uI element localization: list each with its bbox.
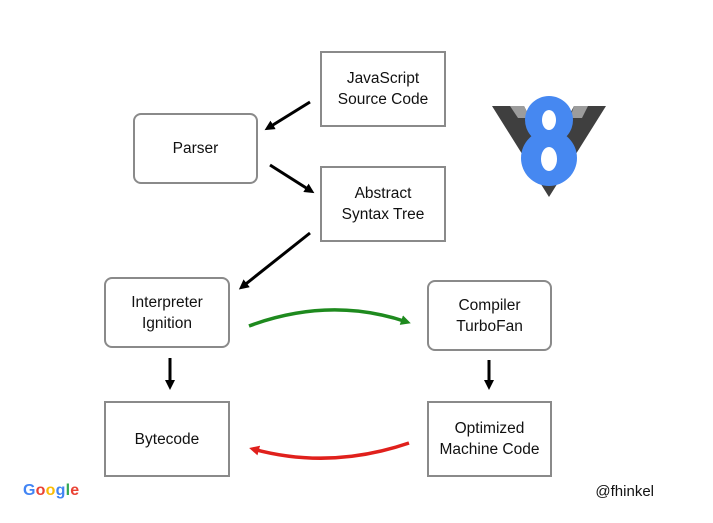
google-letter: o bbox=[45, 482, 56, 499]
node-label-line1: Abstract bbox=[354, 185, 412, 202]
node-parser: Parser bbox=[133, 113, 258, 184]
node-compiler-turbofan: Compiler TurboFan bbox=[427, 280, 552, 351]
edge-ast-to-interpreter bbox=[238, 231, 311, 290]
node-label-line2: Ignition bbox=[142, 314, 192, 332]
node-label-line2: Syntax Tree bbox=[341, 206, 425, 223]
google-letter: G bbox=[23, 482, 36, 499]
edge-interpreter-to-compiler bbox=[248, 308, 411, 328]
node-optimized-machine-code: Optimized Machine Code bbox=[427, 401, 552, 477]
node-label-line2: TurboFan bbox=[456, 317, 523, 335]
node-javascript-source-code: JavaScript Source Code bbox=[320, 51, 446, 127]
node-label-line1: Compiler bbox=[458, 296, 521, 314]
google-logo: Google bbox=[23, 482, 79, 500]
node-label-line1: Bytecode bbox=[134, 430, 200, 448]
node-label-line1: Interpreter bbox=[131, 293, 203, 311]
node-label-line2: Source Code bbox=[337, 91, 429, 108]
edge-optimized-to-bytecode bbox=[249, 441, 410, 460]
google-letter: e bbox=[70, 482, 80, 499]
node-label-line2: Machine Code bbox=[439, 441, 540, 458]
v8-logo-icon bbox=[492, 96, 606, 197]
edge-source-to-parser bbox=[264, 100, 311, 131]
node-label-line1: Parser bbox=[172, 140, 219, 157]
node-abstract-syntax-tree: Abstract Syntax Tree bbox=[320, 166, 446, 242]
node-bytecode: Bytecode bbox=[104, 401, 230, 477]
node-interpreter-ignition: Interpreter Ignition bbox=[104, 277, 230, 348]
google-letter: l bbox=[65, 482, 71, 499]
edge-parser-to-ast bbox=[269, 163, 315, 194]
node-label-line1: JavaScript bbox=[346, 70, 420, 87]
author-handle: @fhinkel bbox=[595, 483, 654, 500]
google-letter: o bbox=[35, 482, 46, 499]
node-label-line1: Optimized bbox=[454, 420, 525, 437]
google-letter: g bbox=[55, 482, 66, 499]
